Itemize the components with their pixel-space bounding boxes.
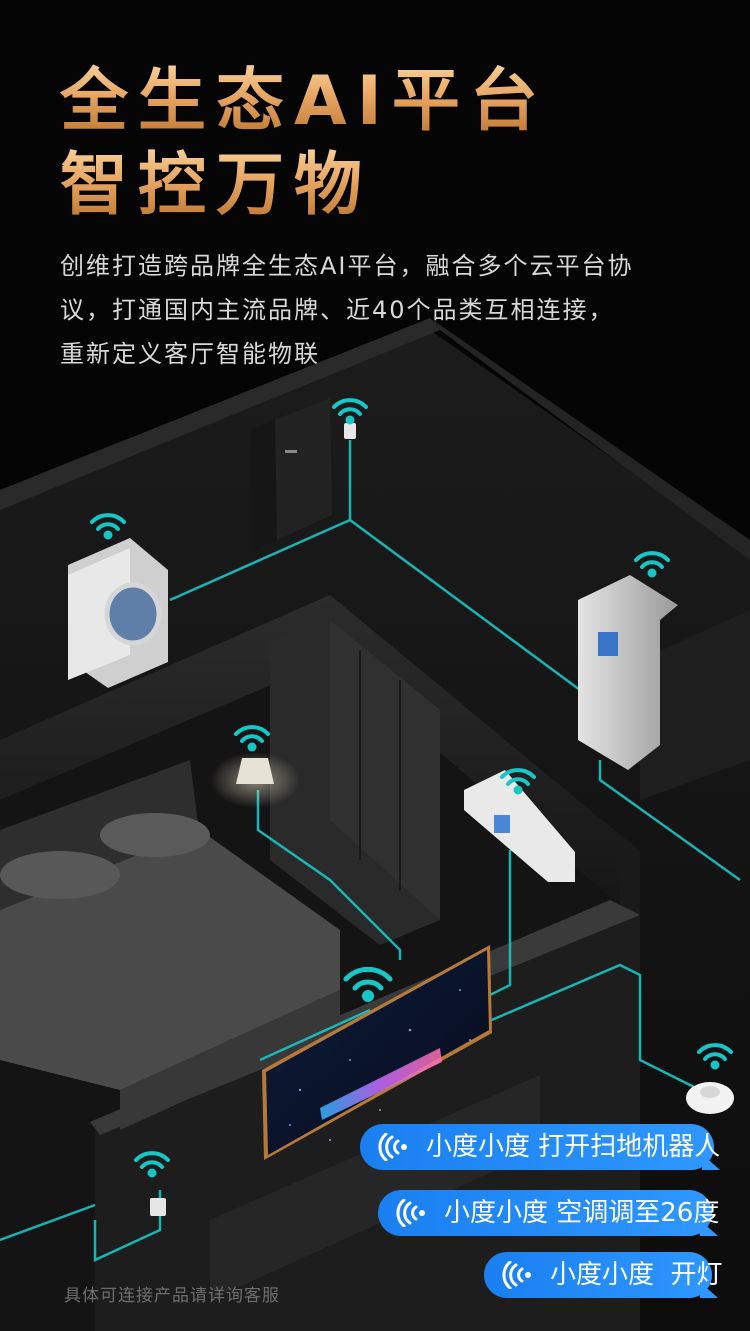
air-conditioner: [464, 770, 575, 882]
pillow: [0, 851, 120, 899]
washing-machine-door: [104, 582, 162, 646]
voice-wave-icon: [396, 1199, 425, 1227]
headline-line-2: 智控万物: [60, 146, 373, 225]
voice-wave-icon: [378, 1133, 407, 1161]
description: 创维打造跨品牌全生态AI平台，融合多个云平台协 议，打通国内主流品牌、近40个品…: [60, 244, 700, 376]
voice-command-bubble: 小度小度 开灯: [484, 1252, 723, 1298]
fridge: [578, 575, 678, 770]
headline-line-1: 全生态AI平台: [60, 62, 548, 141]
fridge-display: [598, 632, 618, 656]
tv-stars: [289, 989, 471, 1142]
door-frame: [250, 420, 277, 552]
wifi-icon: [634, 551, 670, 578]
bedroom-back-wall: [0, 595, 620, 905]
wall-switch-bottom: [150, 1198, 166, 1216]
voice-command-bubble: 小度小度 打开扫地机器人: [360, 1124, 720, 1170]
wifi-icon: [343, 966, 393, 1002]
robot-vacuum-top: [700, 1086, 720, 1098]
right-wall-top: [430, 318, 750, 560]
footnote: 具体可连接产品请详询客服: [64, 1286, 280, 1306]
wifi-icon: [697, 1043, 733, 1070]
description-line: 议，打通国内主流品牌、近40个品类互相连接，: [60, 296, 615, 324]
wifi-icon: [500, 768, 536, 795]
wifi-icon: [90, 513, 126, 540]
wall-switch-top: [344, 423, 356, 439]
lamp-shade: [236, 758, 274, 784]
voice-command-text: 小度小度 开灯: [550, 1260, 723, 1290]
wifi-icon: [134, 1151, 170, 1178]
door: [275, 398, 332, 540]
voice-command-text: 小度小度 空调调至26度: [444, 1198, 720, 1228]
voice-wave-icon: [502, 1261, 531, 1289]
bed-side: [120, 990, 340, 1130]
description-line: 重新定义客厅智能物联: [60, 340, 320, 368]
washing-machine-front: [68, 548, 130, 680]
wardrobe-front: [330, 620, 440, 920]
voice-command-bubble: 小度小度 空调调至26度: [378, 1190, 719, 1236]
back-wall: [0, 318, 440, 510]
description-line: 创维打造跨品牌全生态AI平台，融合多个云平台协: [60, 252, 634, 280]
tv-equalizer: [320, 1048, 442, 1120]
voice-command-text: 小度小度 打开扫地机器人: [426, 1132, 721, 1162]
door-handle: [285, 450, 297, 453]
kitchen-cabinet: [640, 610, 750, 800]
wifi-icon: [332, 398, 368, 425]
tv-screen: [266, 950, 489, 1155]
wifi-icon: [234, 725, 270, 752]
pillow: [100, 813, 210, 857]
air-conditioner-display: [494, 815, 510, 833]
